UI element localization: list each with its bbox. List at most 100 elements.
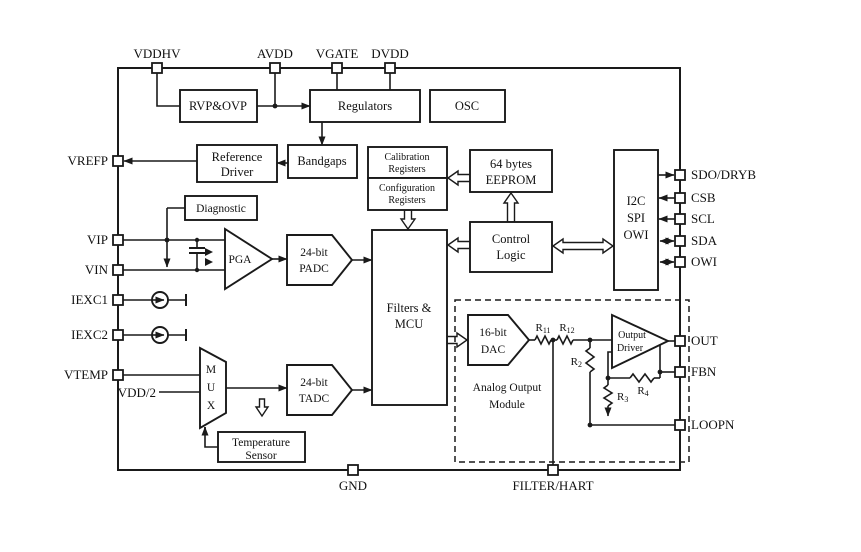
- pin-label-vddhv: VDDHV: [134, 46, 182, 61]
- block-calibration-registers: [367, 146, 448, 179]
- pin-label-iexc1: IEXC1: [71, 292, 108, 307]
- analog-output-module-label: Analog Output: [473, 382, 542, 394]
- wire-inverting-input: [607, 351, 612, 378]
- block-label-configuration-registers: Configuration: [379, 183, 435, 194]
- pin-label-owi: OWI: [691, 254, 717, 269]
- block-label-diagnostic: Diagnostic: [196, 203, 246, 215]
- pin-label-loopn: LOOPN: [691, 417, 735, 432]
- pin-gnd: [347, 464, 359, 476]
- bus-arrow-controllogic-to-mcu: [446, 236, 471, 254]
- pin-vddhv: [151, 62, 163, 74]
- junction-dot: [194, 267, 200, 273]
- block-label-eeprom: EEPROM: [486, 173, 537, 187]
- block-pga: [224, 227, 274, 291]
- pin-label-out: OUT: [691, 333, 718, 348]
- block-control-logic: [469, 221, 553, 273]
- block-label-control-logic: Control: [492, 232, 531, 246]
- pin-label-filter-hart: FILTER/HART: [512, 478, 593, 493]
- block-label-output-driver: Driver: [617, 343, 644, 354]
- resistor-label-r4: R4: [637, 385, 648, 398]
- junction-dot: [605, 375, 611, 381]
- pin-label-sdo-dryb: SDO/DRYB: [691, 167, 756, 182]
- pin-vip: [112, 234, 124, 246]
- block-diagnostic: [184, 195, 258, 221]
- bus-arrow-eeprom-to-registers: [446, 169, 471, 187]
- resistor-label-r2: R2: [571, 356, 582, 369]
- resistor-r3: [602, 384, 614, 407]
- pin-label-vrefp: VREFP: [68, 153, 108, 168]
- analog-output-module-box: [454, 299, 690, 463]
- resistor-label-r12: R12: [559, 322, 574, 335]
- pin-vtemp: [112, 369, 124, 381]
- resistor-r12: [556, 334, 574, 346]
- block-padc: [286, 234, 354, 286]
- pin-iexc2: [112, 329, 124, 341]
- block-interface: [613, 149, 659, 291]
- input-arrow-icon: [205, 258, 213, 266]
- pin-fbn: [674, 366, 686, 378]
- block-label-padc: PADC: [299, 263, 329, 275]
- pin-squares: [112, 62, 686, 476]
- resistor-r2: [584, 347, 596, 373]
- block-label-calibration-registers: Registers: [388, 164, 425, 175]
- block-label-control-logic: Logic: [496, 248, 526, 262]
- block-label-mux: U: [207, 382, 216, 394]
- resistor-r4: [629, 372, 655, 384]
- block-label-calibration-registers: Calibration: [385, 152, 430, 163]
- block-label-filters-mcu: MCU: [395, 317, 423, 331]
- resistor-r11: [534, 334, 552, 346]
- block-label-dac: DAC: [481, 344, 506, 356]
- pin-sdo-dryb: [674, 169, 686, 181]
- pin-loopn: [674, 419, 686, 431]
- bus-arrow-registers-to-mcu: [399, 209, 417, 231]
- block-label-reference-driver: Driver: [221, 165, 254, 179]
- pin-owi: [674, 256, 686, 268]
- block-label-tadc: 24-bit: [300, 377, 328, 389]
- analog-output-module-label: Module: [489, 399, 525, 411]
- junction-dot: [587, 337, 593, 343]
- junction-dot: [550, 337, 556, 343]
- junction-dot: [657, 369, 663, 375]
- bus-arrows: [254, 169, 615, 418]
- pin-vrefp: [112, 155, 124, 167]
- block-label-mux: X: [207, 400, 216, 412]
- bus-arrow-controllogic-to-eeprom: [502, 191, 520, 223]
- pin-filter-hart: [547, 464, 559, 476]
- pin-iexc1: [112, 294, 124, 306]
- pin-label-sda: SDA: [691, 233, 718, 248]
- block-regulators: [309, 89, 421, 123]
- block-label-bandgaps: Bandgaps: [297, 154, 346, 168]
- block-label-rvp-ovp: RVP&OVP: [189, 99, 247, 113]
- block-label-padc: 24-bit: [300, 247, 328, 259]
- block-label-output-driver: Output: [618, 330, 646, 341]
- block-label-dac: 16-bit: [479, 327, 507, 339]
- block-label-eeprom: 64 bytes: [490, 157, 532, 171]
- block-output-driver: [611, 313, 671, 370]
- block-label-tadc: TADC: [299, 393, 330, 405]
- wires: [123, 73, 675, 465]
- pin-csb: [674, 192, 686, 204]
- block-label-i2c: I2C: [627, 194, 646, 208]
- block-filters-mcu: [371, 229, 448, 406]
- pin-label-dvdd: DVDD: [371, 46, 409, 61]
- block-label-osc: OSC: [455, 99, 479, 113]
- block-label-temperature-sensor: Sensor: [245, 450, 276, 462]
- wire-vddhv: [156, 73, 180, 107]
- block-configuration-registers: [367, 177, 448, 211]
- block-eeprom: [469, 149, 553, 193]
- bus-arrow-controllogic-interface: [551, 237, 615, 255]
- pin-label-iexc2: IEXC2: [71, 327, 108, 342]
- junction-dot: [164, 237, 170, 243]
- pin-label-vip: VIP: [87, 232, 108, 247]
- block-label-reference-driver: Reference: [212, 150, 263, 164]
- pin-label-vgate: VGATE: [316, 46, 359, 61]
- pin-label-avdd: AVDD: [257, 46, 293, 61]
- label-vdd-half: VDD/2: [118, 385, 156, 400]
- block-bandgaps: [287, 144, 358, 179]
- junction-dot: [587, 422, 593, 428]
- bus-arrow-mcu-to-dac: [446, 331, 469, 349]
- block-label-spi: SPI: [627, 211, 645, 225]
- pin-out: [674, 335, 686, 347]
- pin-sda: [674, 235, 686, 247]
